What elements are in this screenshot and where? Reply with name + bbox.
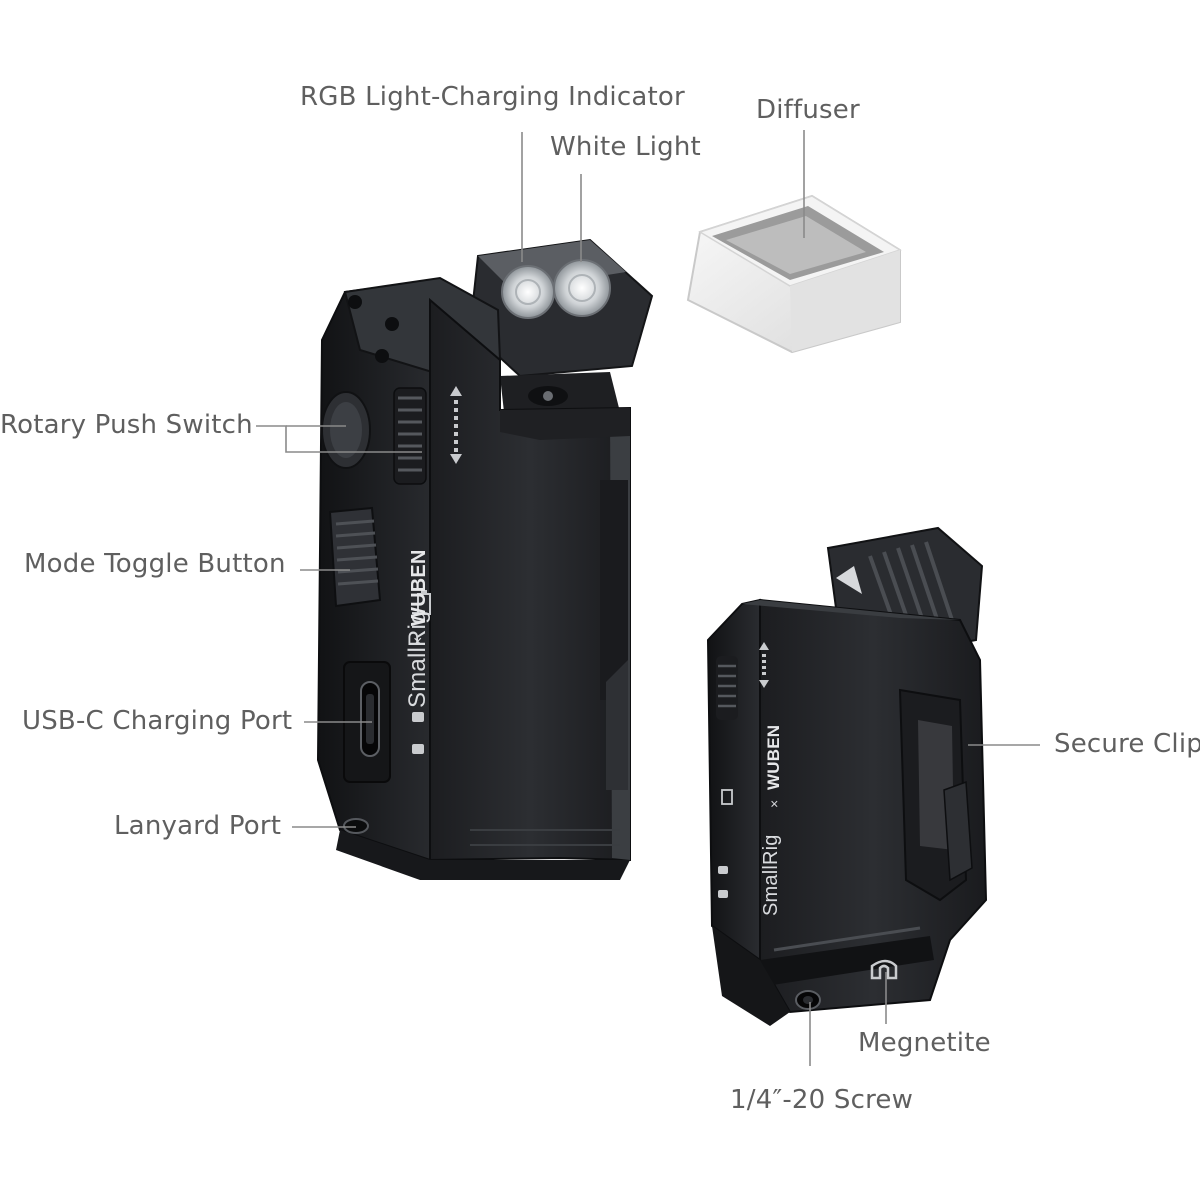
magnet-icon [870,959,898,980]
leader-lines [256,130,1040,1066]
brand-separator: × [410,636,427,646]
label-screw: 1/4″-20 Screw [730,1085,914,1115]
label-secure-clip: Secure Clip [1054,729,1200,759]
light-head [468,238,654,430]
brand-smallrig-2: SmallRig [760,834,782,916]
label-mode-toggle: Mode Toggle Button [24,549,286,579]
right-device [706,526,988,1026]
label-rgb-indicator: RGB Light-Charging Indicator [300,82,685,112]
label-lanyard-port: Lanyard Port [114,811,282,841]
lanyard-port-icon [343,818,369,834]
rgb-led-icon [501,265,555,319]
brand-wuben: WUBEN [408,549,430,626]
label-rotary-switch: Rotary Push Switch [0,410,253,440]
label-white-light: White Light [550,132,701,162]
screw-hole-icon [795,990,821,1010]
brand-separator-2: × [766,799,782,808]
mode-toggle-button-icon [328,506,431,615]
diffuser-part [686,194,902,354]
white-led-icon [553,259,611,317]
brand-wuben-2: WUBEN [764,724,783,790]
main-body [316,276,631,880]
leader-rotary-switch [256,425,422,453]
label-usb-c-port: USB-C Charging Port [22,706,293,736]
secure-clip-icon [898,688,973,902]
label-magnetite: Megnetite [858,1028,991,1058]
warning-label-icon [836,566,862,594]
label-diffuser: Diffuser [756,95,860,125]
rotary-push-switch-icon [321,386,462,485]
